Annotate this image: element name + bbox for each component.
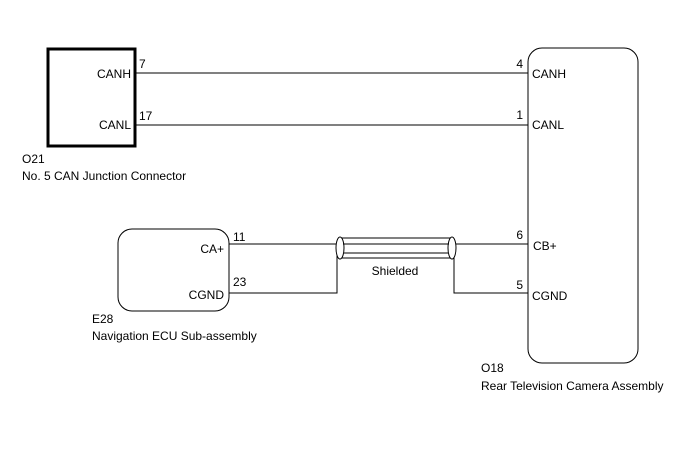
o21-pin-canh-label: CANH <box>97 67 131 81</box>
o18-pin-cbplus-number: 6 <box>516 228 523 242</box>
e28-code: E28 <box>92 312 114 326</box>
e28-pin-caplus-number: 11 <box>233 230 246 244</box>
o21-pin-canh-number: 7 <box>139 57 146 71</box>
o21-name: No. 5 CAN Junction Connector <box>22 169 186 183</box>
o21-connector-box <box>46 47 137 148</box>
e28-pin-cgnd-label: CGND <box>189 288 225 302</box>
o18-pin-cgnd-label: CGND <box>532 289 568 303</box>
shield-label: Shielded <box>372 264 419 278</box>
o18-pin-canh-number: 4 <box>516 57 523 71</box>
o18-pin-cbplus-label: CB+ <box>533 239 557 253</box>
o18-camera-box <box>527 47 639 364</box>
o18-pin-cgnd-number: 5 <box>516 278 523 292</box>
e28-pin-caplus-label: CA+ <box>200 242 224 256</box>
o18-pin-canl-number: 1 <box>516 108 523 122</box>
shield-left-end <box>335 236 345 260</box>
o18-pin-canl-label: CANL <box>532 118 564 132</box>
o18-pin-canh-label: CANH <box>532 67 566 81</box>
o18-name: Rear Television Camera Assembly <box>481 379 664 393</box>
e28-name: Navigation ECU Sub-assembly <box>92 329 257 343</box>
o21-pin-canl-label: CANL <box>99 118 131 132</box>
wire-cgnd <box>229 252 528 294</box>
e28-pin-cgnd-number: 23 <box>233 275 247 289</box>
shield-right-end <box>447 236 457 260</box>
e28-ecu-box <box>117 228 230 312</box>
o21-code: O21 <box>22 152 45 166</box>
o21-pin-canl-number: 17 <box>139 109 153 123</box>
o18-code: O18 <box>481 361 504 375</box>
